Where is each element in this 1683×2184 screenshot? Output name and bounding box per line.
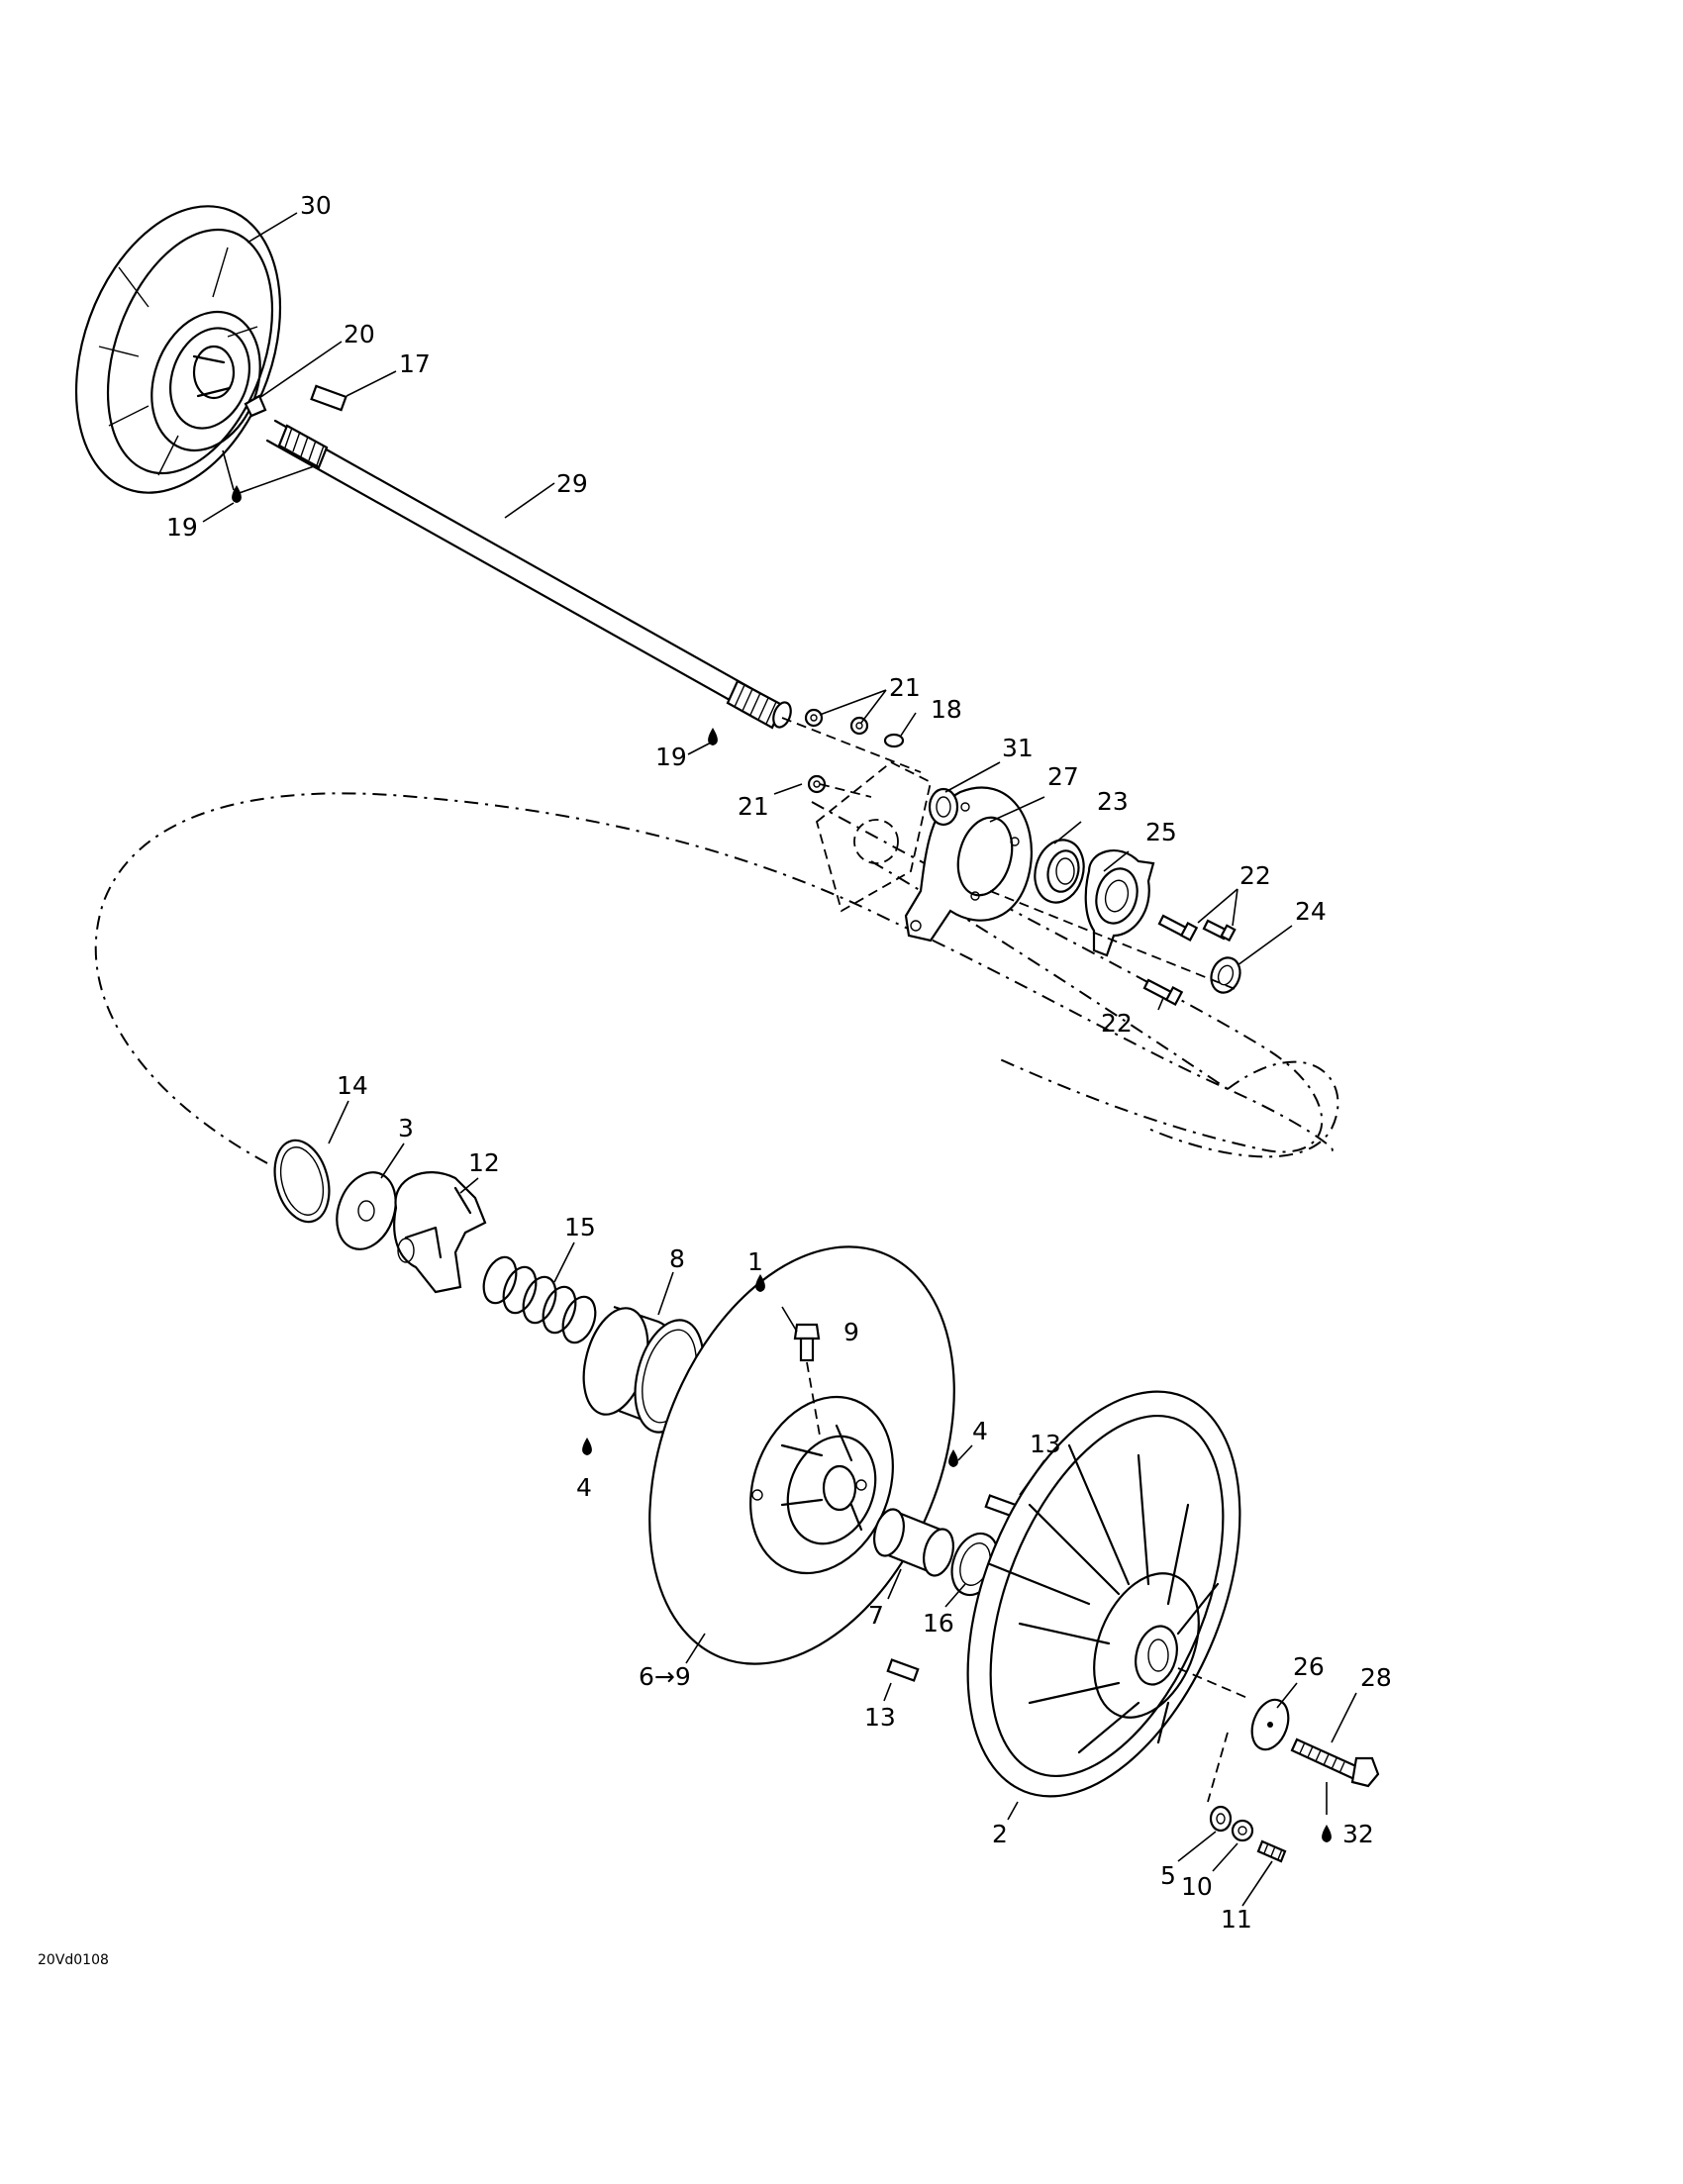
- callout-25: 25: [1145, 818, 1177, 846]
- callout-10: 10: [1181, 1872, 1213, 1901]
- callout-20: 20: [344, 320, 375, 348]
- callout-13-upper: 13: [1030, 1430, 1061, 1458]
- drive-belt-lower-run: [811, 801, 1323, 1153]
- callout-26: 26: [1293, 1652, 1325, 1681]
- lubricant-drop-icon: [708, 728, 718, 745]
- callout-4-right: 4: [972, 1417, 988, 1445]
- spring-15: [482, 1255, 597, 1344]
- washer-24: [1210, 956, 1241, 994]
- callout-16: 16: [923, 1609, 954, 1638]
- callout-27: 27: [1047, 762, 1079, 791]
- key-17: [310, 384, 347, 412]
- callout-21-lower: 21: [738, 792, 769, 821]
- callout-3: 3: [398, 1114, 414, 1142]
- callout-13-lower: 13: [864, 1703, 896, 1732]
- leader-lines: [202, 212, 1357, 1907]
- screw-22-a: [1157, 914, 1199, 943]
- bearing-plate-27: [904, 786, 1033, 943]
- washer-18: [883, 733, 905, 748]
- callout-2: 2: [992, 1820, 1008, 1848]
- callout-19-upper: 19: [166, 513, 198, 542]
- callout-22-lower: 22: [1101, 1009, 1133, 1038]
- lubricant-drop-icon: [1322, 1825, 1332, 1842]
- callout-7: 7: [868, 1601, 884, 1630]
- callout-19-lower: 19: [655, 743, 687, 771]
- lubricant-drop-icon: [948, 1449, 958, 1467]
- retainer-20: [244, 394, 267, 418]
- washer-26: [1250, 1698, 1290, 1751]
- screw-11: [1256, 1839, 1287, 1863]
- callout-17: 17: [399, 349, 431, 378]
- callout-6-to-9: 6→9: [639, 1662, 691, 1691]
- driven-shaft-29: [265, 419, 792, 730]
- screw-22-c: [1142, 978, 1184, 1007]
- callout-14: 14: [337, 1071, 368, 1100]
- nut-10: [1231, 1819, 1254, 1842]
- callout-21-upper: 21: [889, 673, 921, 702]
- screw-22-b: [1202, 919, 1237, 943]
- callout-23: 23: [1097, 787, 1129, 816]
- screw-9: [781, 1306, 821, 1362]
- circlip-14: [273, 1139, 331, 1224]
- drive-belt-outline: [94, 792, 1339, 1164]
- lubricant-drop-icon: [755, 1274, 765, 1292]
- callout-15: 15: [564, 1213, 596, 1241]
- screw-axis: [806, 1361, 821, 1437]
- callout-29: 29: [556, 469, 588, 498]
- cam-12: [393, 1171, 487, 1294]
- callout-8: 8: [669, 1244, 685, 1273]
- callout-labels: 30 20 17 19 29 21 18 19 31 21 27 23 25 2…: [166, 191, 1392, 1934]
- callout-11: 11: [1221, 1905, 1252, 1934]
- seal-31: [928, 787, 959, 827]
- callout-31: 31: [1002, 734, 1034, 762]
- nut-21-mid: [849, 716, 869, 736]
- callout-18: 18: [931, 695, 962, 724]
- fixed-sheave-2: [966, 1390, 1241, 1798]
- callout-28: 28: [1360, 1663, 1392, 1692]
- washer-3: [336, 1171, 397, 1250]
- callout-4-left: 4: [576, 1473, 592, 1502]
- diagram-reference-code: 20Vd0108: [38, 1952, 109, 1968]
- nut-21-upper: [804, 708, 824, 728]
- callout-9: 9: [843, 1318, 859, 1346]
- assembly-axis-upper: [989, 890, 1238, 991]
- assembly-axis-lower: [1177, 1667, 1248, 1803]
- bracket-outline: [781, 717, 933, 913]
- washer-5: [1209, 1805, 1233, 1833]
- callout-32: 32: [1342, 1820, 1374, 1848]
- callout-12: 12: [468, 1148, 500, 1177]
- key-13-lower: [886, 1658, 920, 1682]
- bearing-23: [1034, 839, 1085, 904]
- callout-5: 5: [1160, 1861, 1176, 1890]
- bolt-28: [1290, 1737, 1380, 1788]
- bushing-7: [873, 1508, 954, 1577]
- sliding-sheave-6-9: [648, 1245, 955, 1665]
- flange-25: [1084, 849, 1155, 957]
- lubricant-drop-icon: [582, 1438, 592, 1455]
- callout-1: 1: [747, 1247, 763, 1276]
- callout-30: 30: [300, 191, 332, 220]
- pulley-half-30: [74, 205, 282, 494]
- callout-22-upper: 22: [1239, 861, 1271, 890]
- callout-24: 24: [1295, 897, 1327, 926]
